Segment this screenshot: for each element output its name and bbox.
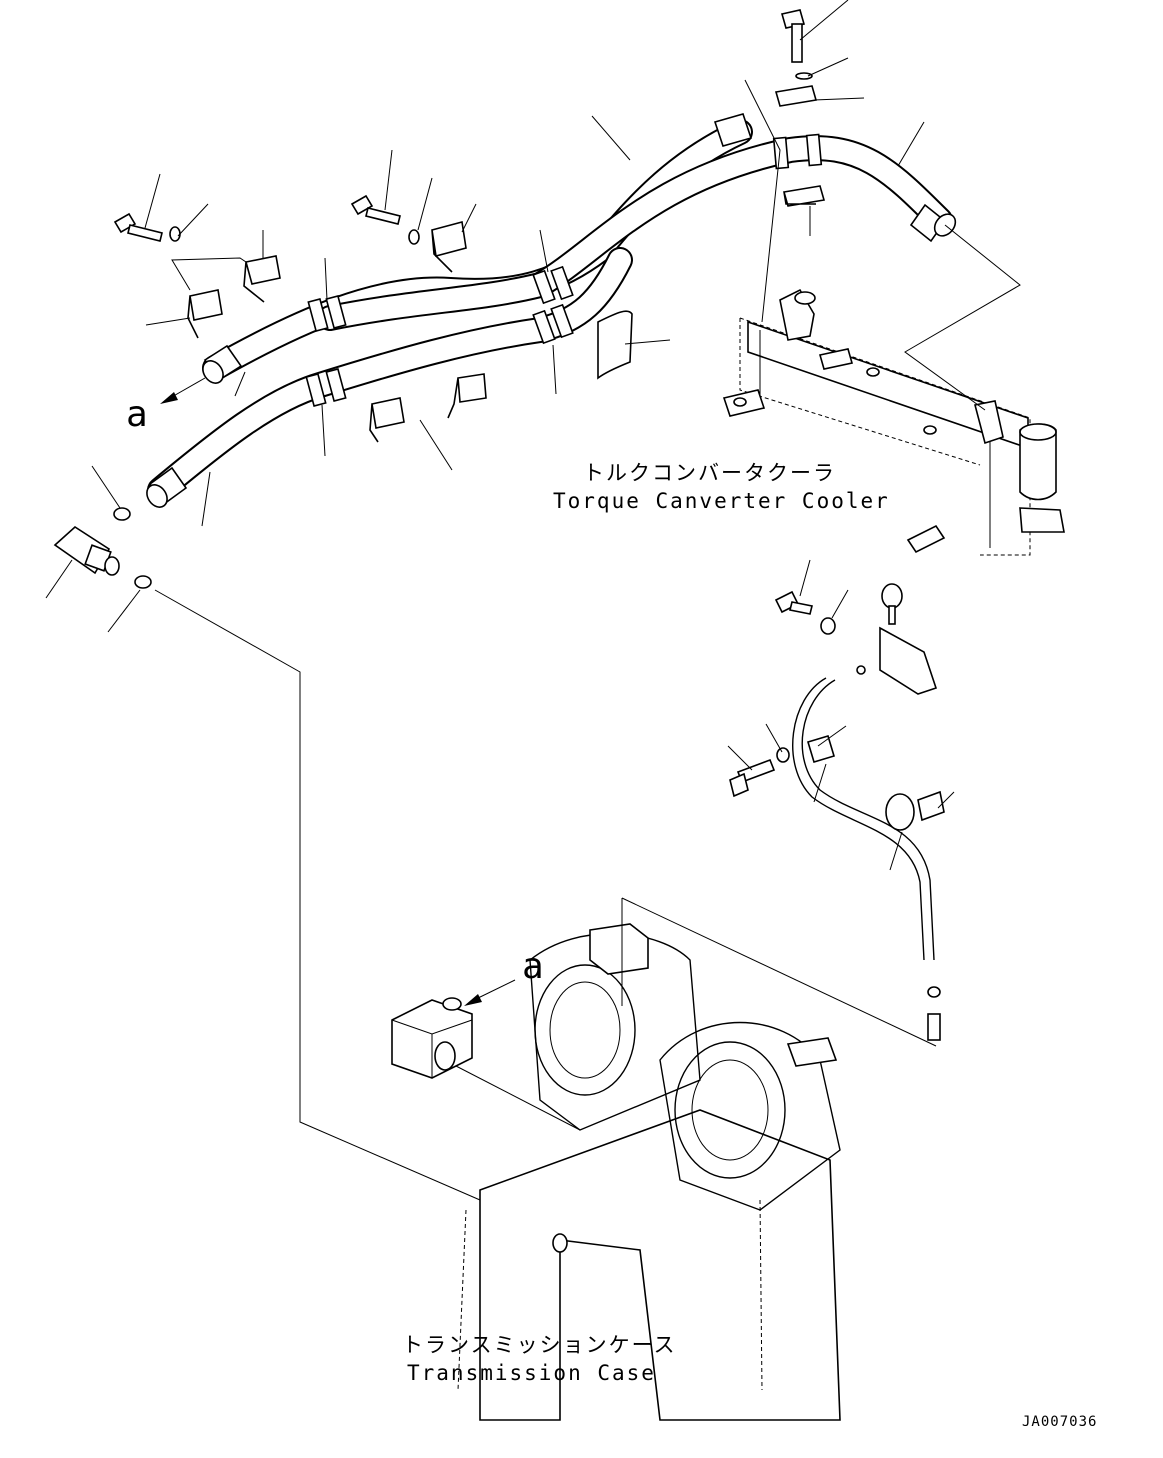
reference-letter-bottom: a (522, 946, 544, 987)
cooler-connection-line (904, 224, 1021, 411)
middle-hose (317, 135, 953, 331)
callout-leader-lines (45, 0, 955, 871)
hose-fitting-left-lower (146, 466, 188, 508)
bolts-washers-top (113, 9, 813, 245)
case-line-right (621, 897, 937, 1047)
transmission-case (391, 923, 841, 1421)
brackets-top (187, 85, 826, 443)
breather-tube (729, 677, 945, 1041)
reference-arrow-bottom (464, 979, 516, 1006)
tube-clip-lower (885, 793, 915, 831)
top-fitting-line (744, 79, 781, 323)
transmission-case-label-en: Transmission Case (407, 1361, 656, 1385)
hose-clamp-bands (305, 133, 823, 408)
tube-clip-upper (807, 735, 835, 763)
o-ring-lower (134, 575, 152, 589)
left-elbow-fitting (53, 507, 152, 589)
oring-connection-line (154, 589, 481, 1201)
breather-assembly (774, 583, 938, 695)
reference-arrow-top (160, 377, 206, 404)
drawing-code: JA007036 (1022, 1414, 1097, 1430)
o-ring-upper (113, 507, 131, 521)
torque-converter-cooler (722, 288, 1065, 556)
cooler-label-en: Torque Canverter Cooler (553, 489, 890, 513)
transmission-case-label-jp: トランスミッションケース (402, 1333, 677, 1357)
hose-fitting-top (713, 113, 753, 147)
case-line-block (455, 1065, 581, 1131)
reference-letter-top: a (126, 394, 148, 435)
cooler-label-jp: トルクコンバータクーラ (583, 461, 836, 485)
hose-fitting-left-upper (202, 344, 243, 384)
lower-hose (147, 247, 633, 503)
